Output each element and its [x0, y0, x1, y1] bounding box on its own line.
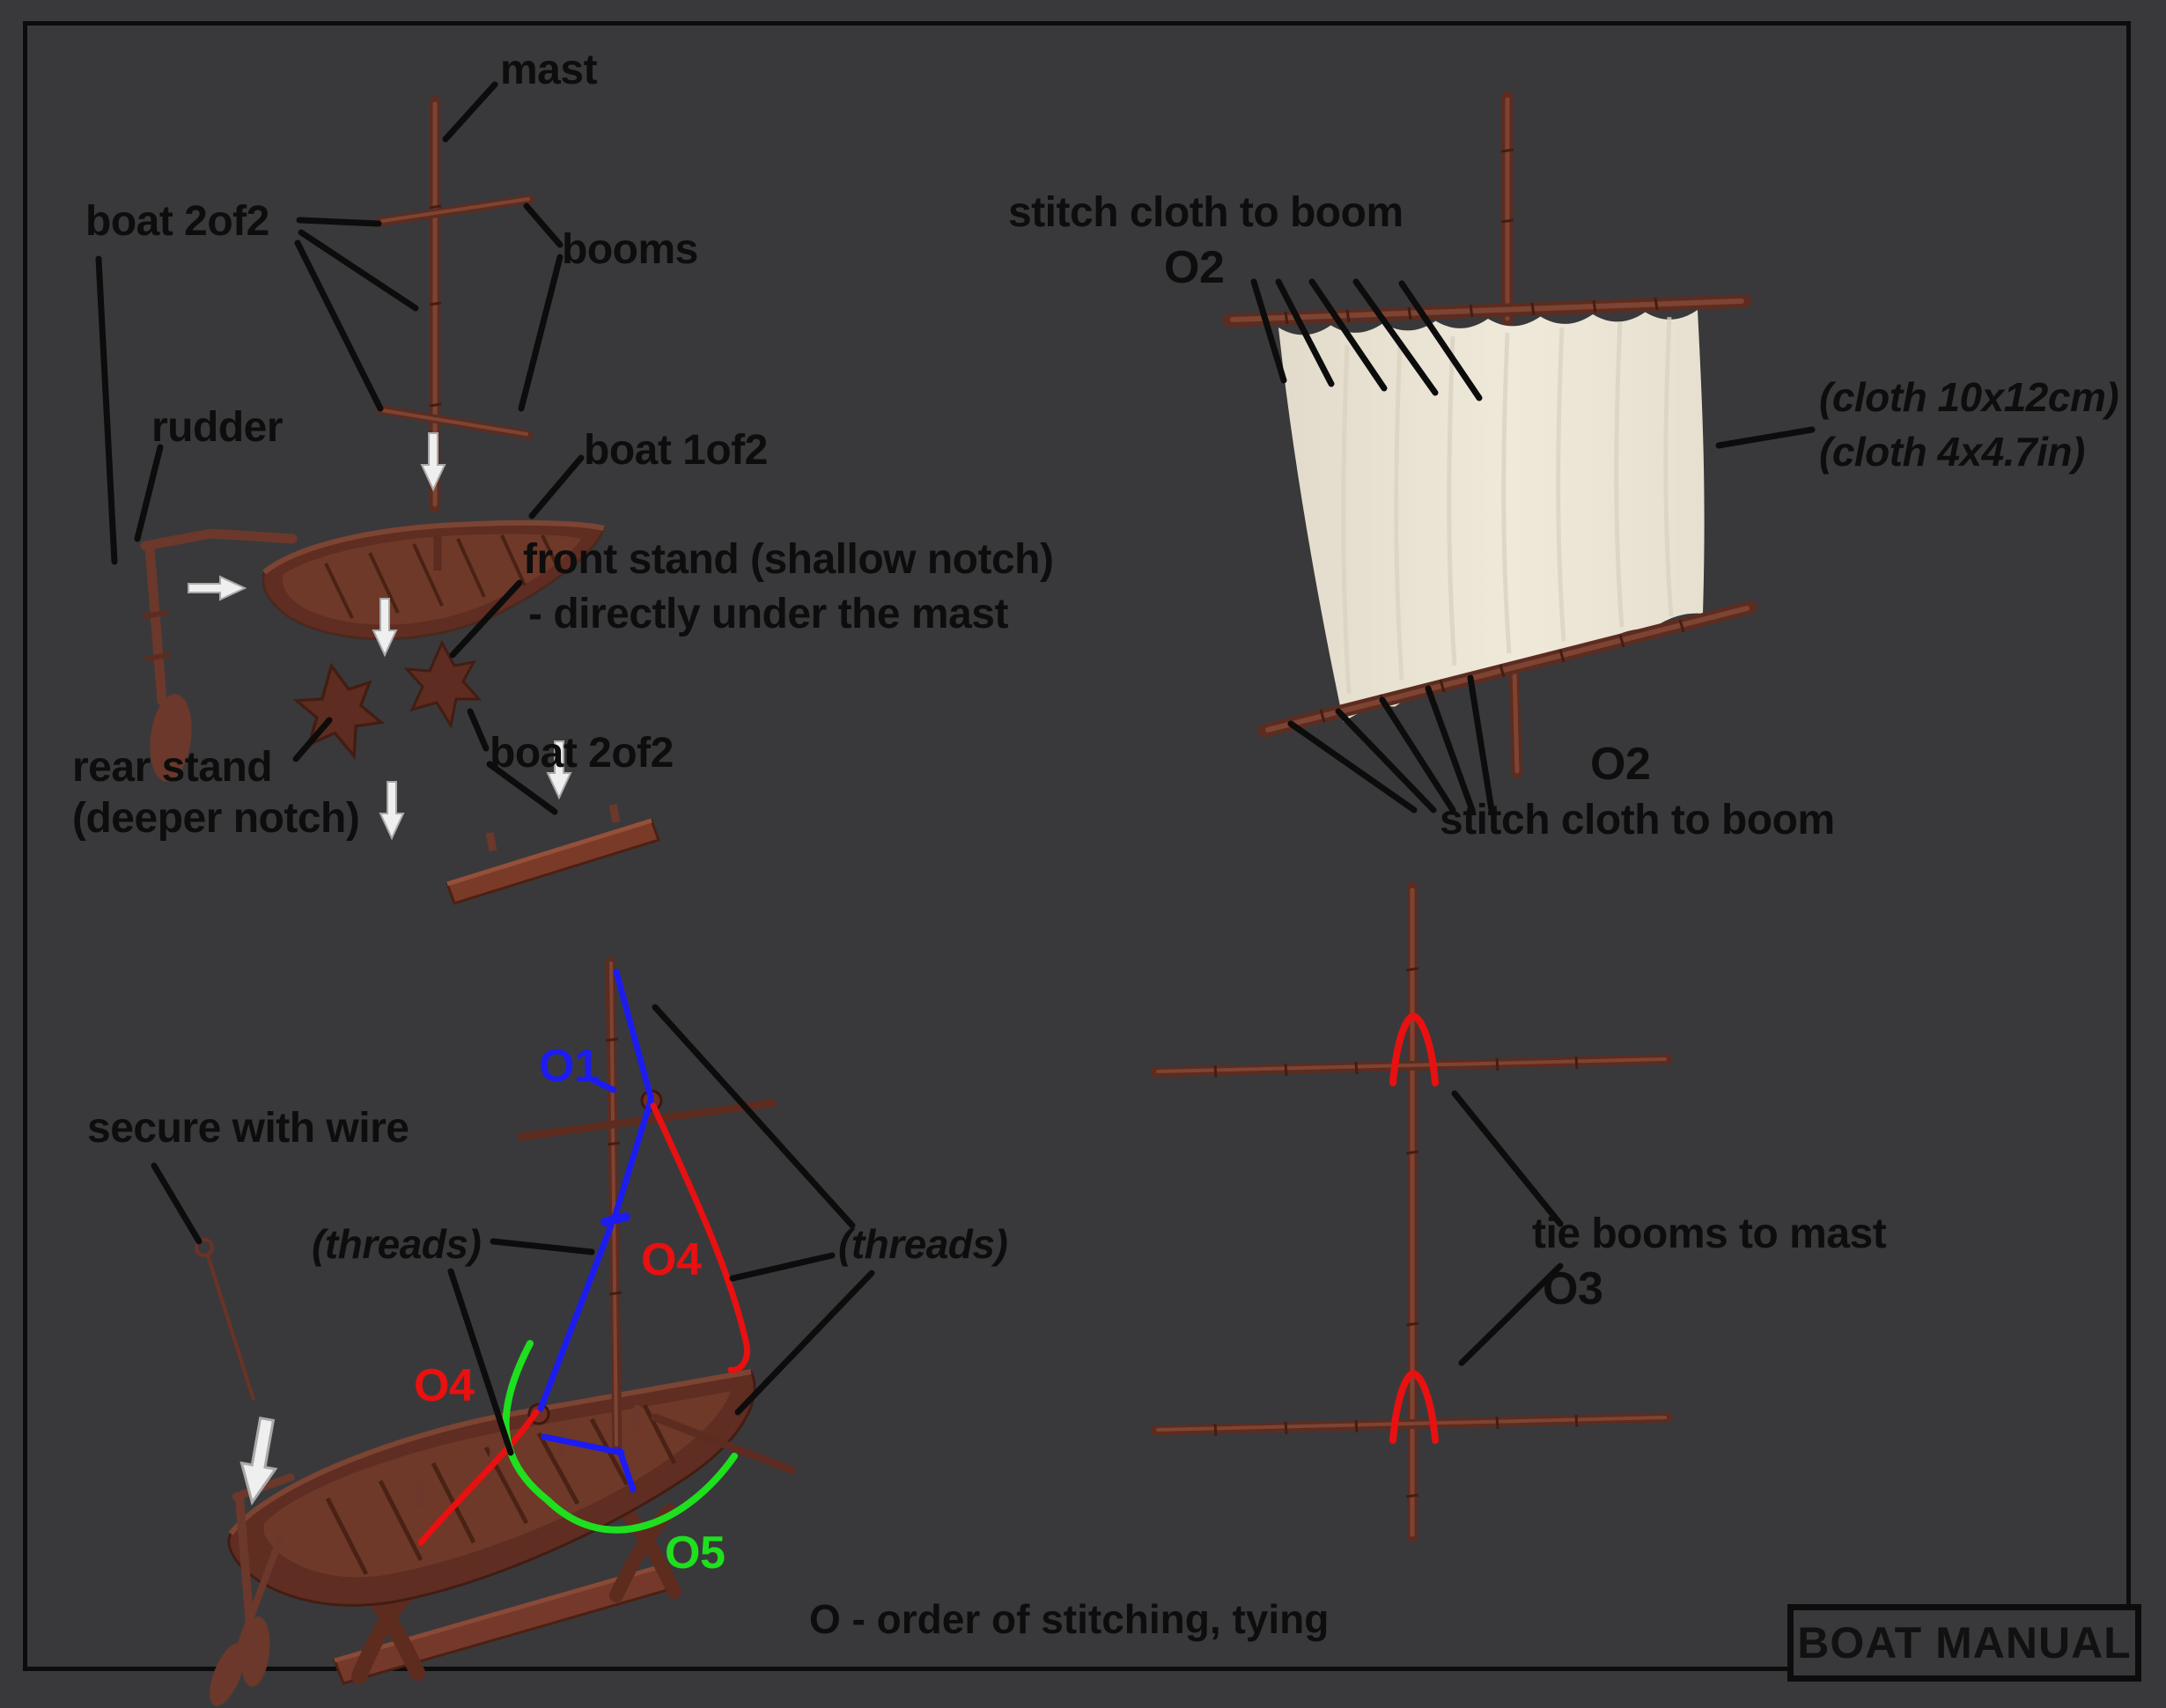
leader-lines-top-left — [95, 81, 585, 815]
boom-segment-marks — [1284, 297, 1659, 325]
stern-rudder-and-oar — [210, 1473, 295, 1706]
down-arrow-icon — [379, 781, 405, 841]
red-boom-ties — [1389, 1012, 1439, 1444]
rear-stand-label-line2: (deeper notch) — [72, 795, 360, 842]
front-stand-label-line2: - directly under the mast — [528, 591, 1008, 637]
leader-lines-top-right — [1250, 278, 1816, 814]
leader-lines-bottom-left — [151, 1004, 875, 1456]
cloth-size-metric-label: (cloth 10x12cm) — [1819, 374, 2119, 420]
rudder-label: rudder — [151, 404, 284, 451]
rear-stand-label-line1: rear stand — [72, 744, 273, 791]
front-stand-label-line1: front stand (shallow notch) — [523, 536, 1054, 583]
boom-tying-illustration — [1150, 882, 1673, 1542]
stand-base-plank-part — [446, 804, 660, 905]
mast-label: mast — [500, 47, 598, 93]
exploded-parts-illustration — [95, 81, 660, 905]
boat-2of2-bottom-label: boat 2of2 — [490, 730, 674, 777]
boat-hull-part — [262, 519, 606, 641]
down-arrow-icon — [239, 1416, 278, 1506]
boat-2of2-top-label: boat 2of2 — [85, 198, 269, 245]
o5-label: O5 — [665, 1528, 726, 1579]
sail-folds — [1341, 316, 1674, 695]
rudder-part — [140, 528, 298, 782]
down-arrow-icon — [546, 740, 572, 800]
down-arrow-icon — [372, 598, 398, 658]
page-frame — [23, 21, 2131, 1671]
sail-stitching-illustration — [1222, 91, 1816, 814]
stitch-order-note: O - order of stitching, tying — [809, 1596, 1330, 1642]
blue-threads — [537, 968, 654, 1493]
o4-lower-label: O4 — [414, 1360, 475, 1411]
tie-booms-label: tie booms to mast — [1532, 1211, 1887, 1257]
boat-1of2-label: boat 1of2 — [584, 427, 768, 474]
secure-with-wire-label: secure with wire — [87, 1105, 409, 1152]
threads-left-label: (threads) — [312, 1221, 482, 1267]
o1-label: O1 — [539, 1041, 600, 1092]
right-arrow-icon — [188, 575, 247, 601]
red-threads — [417, 1102, 750, 1546]
cloth-size-imperial-label: (cloth 4x4.7in) — [1819, 429, 2085, 475]
wire-part — [195, 1238, 255, 1401]
rigging-illustration — [151, 956, 875, 1706]
o3-label: O3 — [1543, 1263, 1603, 1314]
manual-title-badge: BOAT MANUAL — [1787, 1604, 2141, 1682]
o2-bottom-label: O2 — [1590, 739, 1651, 790]
stitch-cloth-bottom-label: stitch cloth to boom — [1440, 797, 1835, 843]
boom-segment-marks — [1213, 1056, 1579, 1437]
front-stand-part — [403, 639, 483, 730]
sail-cloth — [1278, 310, 1705, 723]
down-arrow-icon — [420, 432, 446, 492]
threads-right-label: (threads) — [838, 1221, 1008, 1267]
leader-lines-bottom-right — [1451, 1090, 1564, 1366]
stitch-cloth-top-label: stitch cloth to boom — [1008, 189, 1403, 236]
o2-top-label: O2 — [1164, 242, 1225, 293]
green-thread — [502, 1340, 738, 1534]
o4-upper-label: O4 — [641, 1234, 702, 1285]
booms-label: booms — [562, 226, 698, 273]
